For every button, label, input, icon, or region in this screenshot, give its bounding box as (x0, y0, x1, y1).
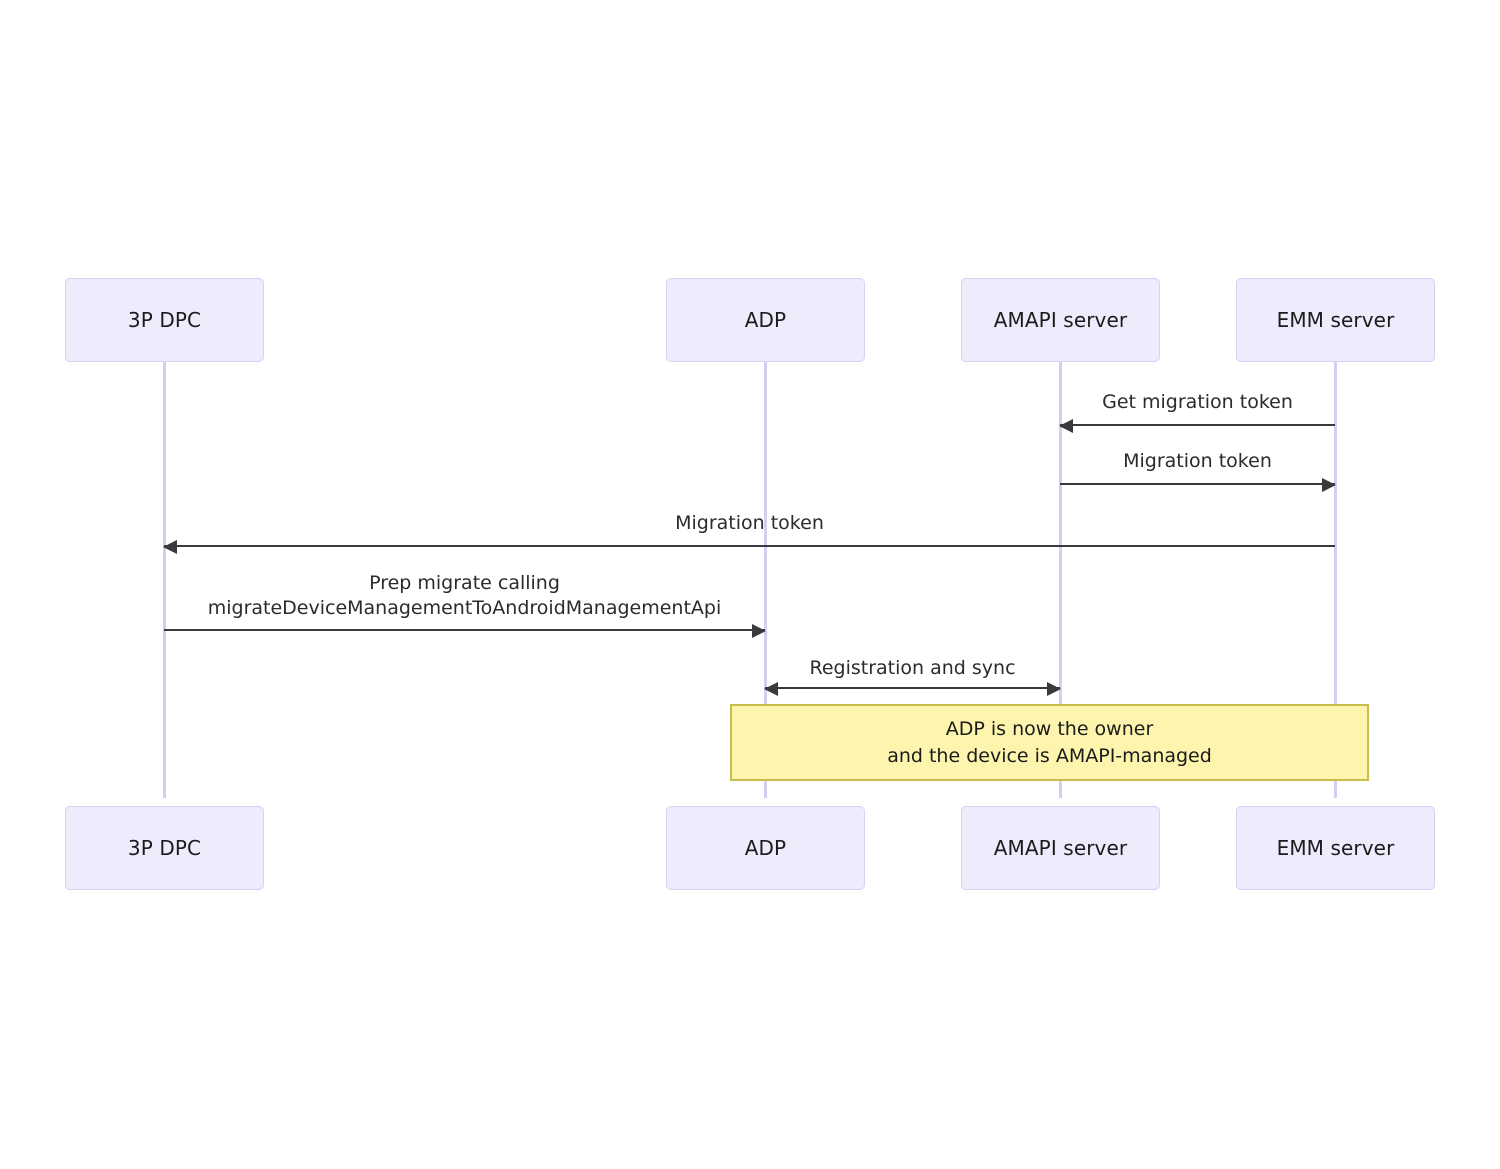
note-line-1: ADP is now the owner (945, 717, 1154, 740)
lifeline-3p-dpc (163, 362, 166, 798)
actor-label-amapi-server: AMAPI server (993, 308, 1128, 332)
actor-box-top-amapi-server[interactable]: AMAPI server (961, 278, 1160, 362)
arrowhead-right-icon (752, 624, 766, 638)
actor-label-3p-dpc: 3P DPC (127, 308, 202, 332)
actor-box-top-emm-server[interactable]: EMM server (1236, 278, 1435, 362)
arrowhead-left-icon (163, 540, 177, 554)
message-arrow-prep-migrate (164, 624, 766, 638)
note-line-2: and the device is AMAPI-managed (887, 744, 1212, 767)
actor-label-3p-dpc: 3P DPC (127, 836, 202, 860)
arrowhead-left-icon (764, 682, 778, 696)
actor-box-bottom-adp[interactable]: ADP (666, 806, 865, 890)
arrowhead-right-icon (1322, 478, 1336, 492)
actor-box-bottom-amapi-server[interactable]: AMAPI server (961, 806, 1160, 890)
message-arrow-migration-token-amapi-emm (1060, 478, 1336, 492)
message-arrow-registration-and-sync (764, 682, 1061, 696)
arrowhead-right-icon (1047, 682, 1061, 696)
note-adp-owner: ADP is now the owner and the device is A… (730, 704, 1369, 781)
lifeline-amapi-server (1059, 362, 1062, 798)
message-arrow-migration-token-emm-dpc (163, 540, 1335, 554)
actor-label-emm-server: EMM server (1276, 836, 1395, 860)
message-label-registration-and-sync: Registration and sync (809, 657, 1016, 679)
message-arrow-get-migration-token (1059, 419, 1335, 433)
actor-label-adp: ADP (744, 308, 787, 332)
arrowhead-left-icon (1059, 419, 1073, 433)
actor-label-adp: ADP (744, 836, 787, 860)
message-label-migration-token-amapi-emm: Migration token (1123, 450, 1272, 472)
actor-label-emm-server: EMM server (1276, 308, 1395, 332)
lifeline-emm-server (1334, 362, 1337, 798)
message-label-get-migration-token: Get migration token (1102, 391, 1293, 413)
actor-box-top-adp[interactable]: ADP (666, 278, 865, 362)
lifeline-adp (764, 362, 767, 798)
actor-box-bottom-emm-server[interactable]: EMM server (1236, 806, 1435, 890)
message-label-prep-migrate: Prep migrate calling migrateDeviceManage… (207, 572, 722, 619)
actor-box-top-3p-dpc[interactable]: 3P DPC (65, 278, 264, 362)
message-label-migration-token-emm-dpc: Migration token (675, 512, 824, 534)
actor-box-bottom-3p-dpc[interactable]: 3P DPC (65, 806, 264, 890)
actor-label-amapi-server: AMAPI server (993, 836, 1128, 860)
